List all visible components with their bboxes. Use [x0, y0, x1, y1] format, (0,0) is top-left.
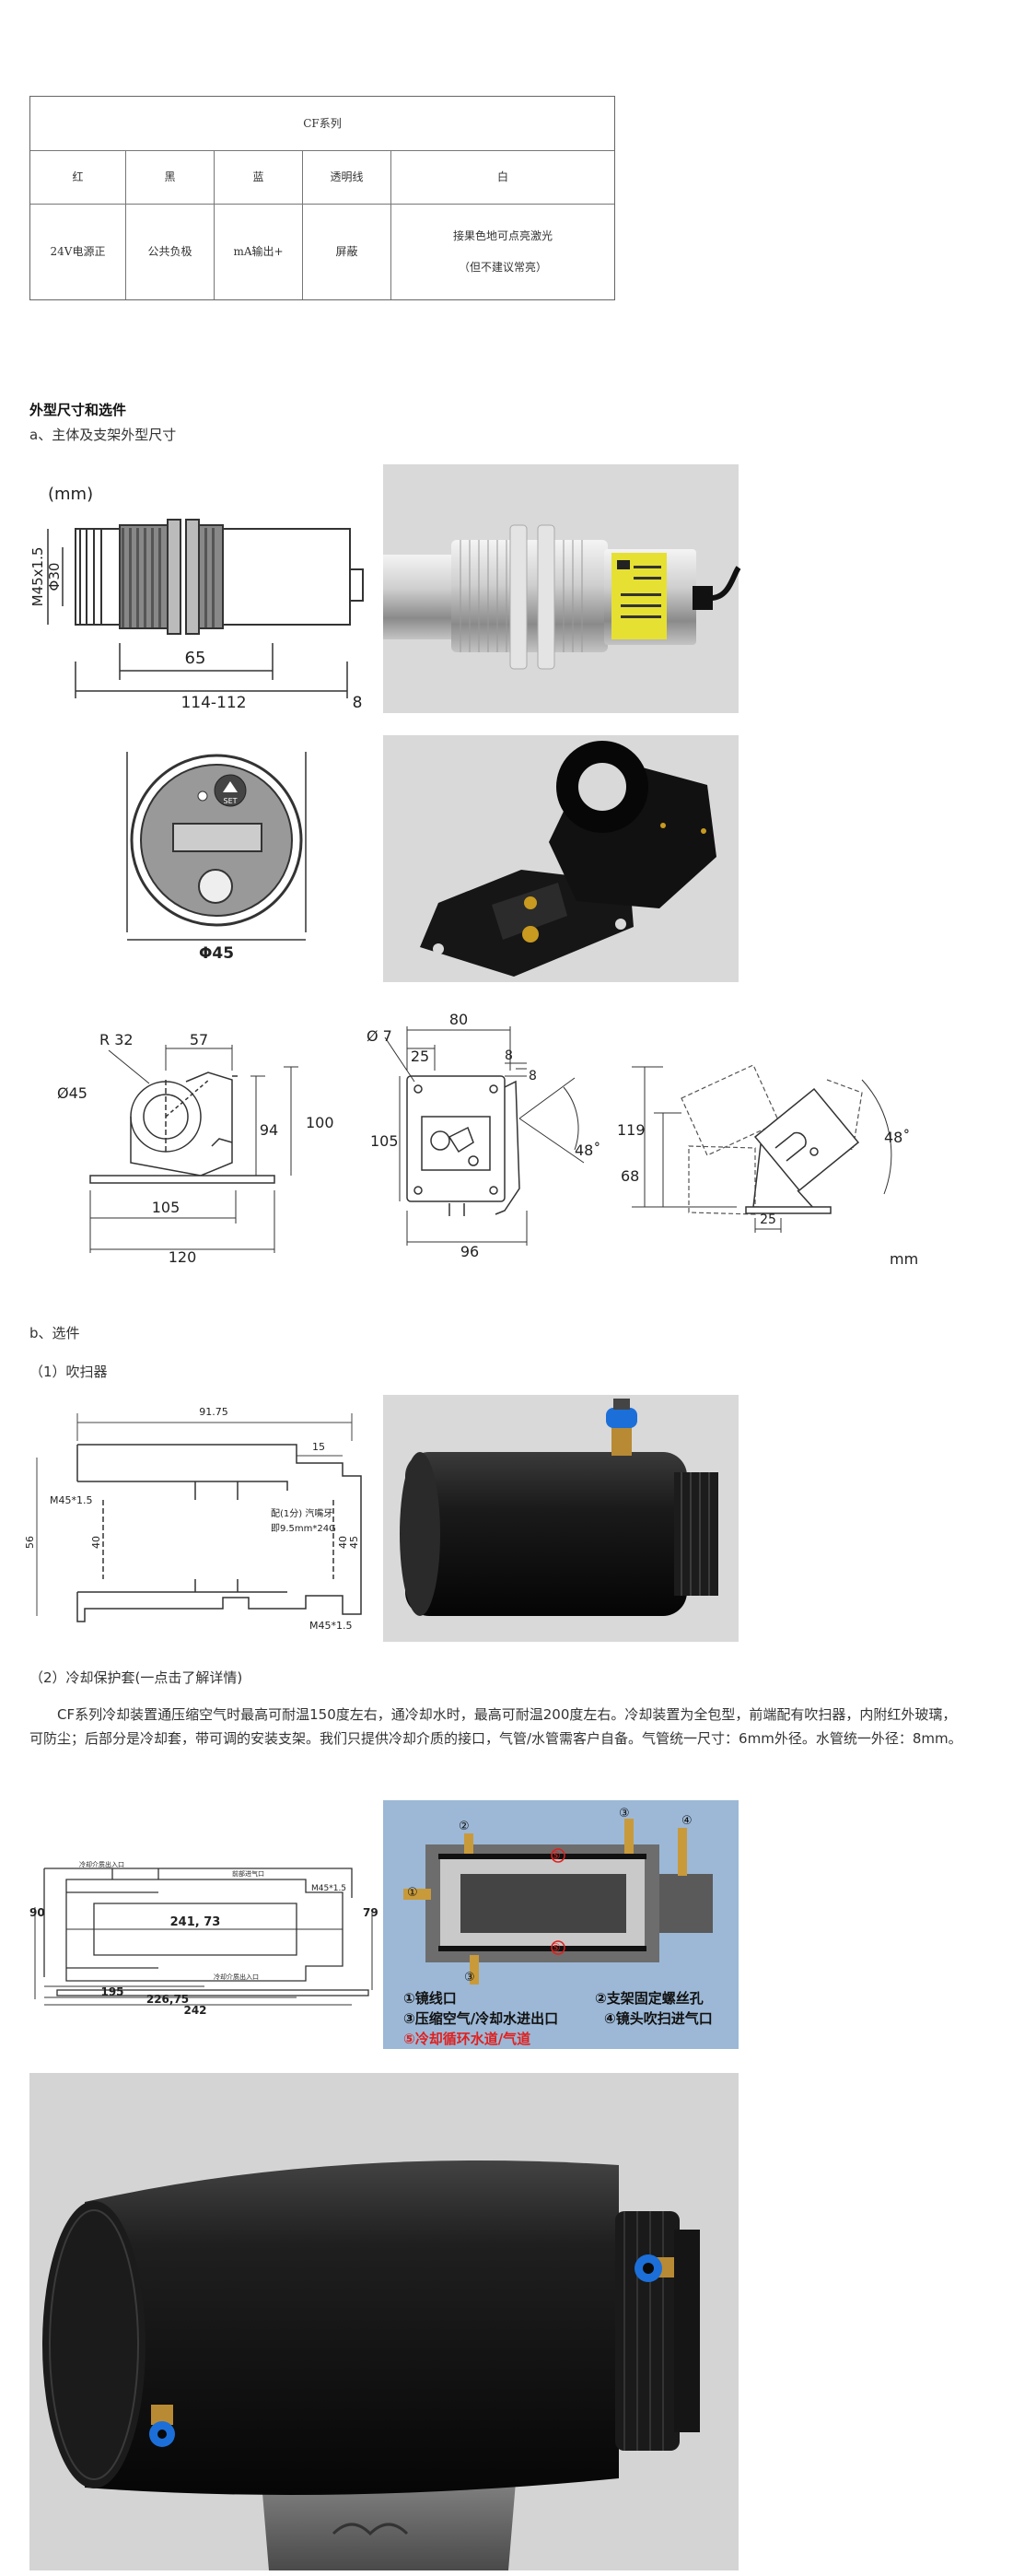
unit-label: (mm) — [48, 485, 93, 504]
w25-label: 25 — [411, 1048, 429, 1065]
table-cell: 白 — [496, 170, 508, 183]
option-2-title[interactable]: （2）冷却保护套(一点击了解详情) — [29, 1668, 242, 1687]
table-cell: mA输出+ — [215, 204, 303, 299]
table-cell-white: 接果色地可点亮激光 （但不建议常亮） — [391, 204, 614, 299]
dia-label: Φ30 — [46, 563, 63, 591]
h94-label: 94 — [260, 1121, 278, 1139]
option-2-link[interactable]: （2）冷却保护套(一点击了解详情) — [29, 1669, 243, 1686]
legend-item-5: ⑤冷却循环水道/气道 — [403, 2031, 530, 2047]
cooling-w242-label: 242 — [183, 2004, 206, 2017]
w25b-label: 25 — [760, 1212, 776, 1227]
purge-len-label: 91.75 — [199, 1406, 228, 1418]
legend-item-4: ④镜头吹扫进气口 — [604, 2010, 713, 2027]
set-icon-label: SET — [223, 797, 237, 805]
section-b-title: b、选件 — [29, 1325, 80, 1341]
section-title: 外型尺寸和选件 — [29, 402, 127, 418]
purge-w15-label: 15 — [312, 1441, 325, 1453]
table-cell: 公共负极 — [126, 204, 215, 299]
h105-label: 105 — [370, 1132, 399, 1150]
d57-label: 57 — [190, 1031, 208, 1048]
angle48-label: 48˚ — [575, 1142, 600, 1159]
body-side-drawing: (mm) M45x1.5 Φ30 65 114-112 — [29, 477, 370, 713]
cooling-label-3: 冷却介质出入口 — [214, 1973, 259, 1981]
w96-label: 96 — [460, 1243, 479, 1260]
cooling-description: CF系列冷却装置通压缩空气时最高可耐温150度左右，通冷却水时，最高可耐温200… — [29, 1706, 962, 1747]
w120-label: 120 — [169, 1248, 197, 1266]
cutaway-num-2: ② — [459, 1820, 470, 1833]
bracket-drawing-2: 80 Ø 7 25 105 96 48˚ 8 8 — [367, 1008, 602, 1260]
purge-h56-label: 56 — [24, 1536, 36, 1549]
purge-note-2: 即9.5mm*24G — [271, 1523, 336, 1534]
legend-item-1: ①镜线口 — [403, 1990, 457, 2007]
legend-item-3: ③压缩空气/冷却水进出口 — [403, 2010, 558, 2027]
table-cell: 红 — [30, 150, 126, 204]
legend-item-2: ②支架固定螺丝孔 — [595, 1990, 704, 2007]
cutaway-num-3a: ③ — [619, 1807, 630, 1821]
cooling-w195-label: 195 — [100, 1985, 123, 1998]
dia7-label: Ø 7 — [367, 1027, 392, 1045]
thread-label: M45x1.5 — [29, 547, 46, 607]
cooling-w226-label: 226,75 — [146, 1993, 189, 2006]
cutaway-num-5a: ⑤ — [551, 1849, 561, 1862]
table-cell: 24V电源正 — [30, 204, 126, 299]
w80-label: 80 — [449, 1011, 468, 1028]
wiring-table: CF系列 红 黑 蓝 透明线 白 24V电源正 公共负极 mA输出+ 屏蔽 接果… — [29, 96, 615, 300]
len8-label: 8 — [353, 694, 363, 712]
d8b-label: 8 — [529, 1069, 537, 1083]
purge-thread-top: M45*1.5 — [50, 1494, 92, 1506]
bracket-drawing-3: 119 68 25 48˚ mm — [617, 1043, 950, 1271]
cutaway-num-4: ④ — [681, 1814, 693, 1828]
len65-label: 65 — [185, 649, 206, 668]
bracket-dia-label: Ø45 — [57, 1084, 87, 1102]
table-cell: 黑 — [126, 150, 215, 204]
bracket-drawing-1: R 32 57 Ø45 94 100 105 120 — [57, 1025, 354, 1266]
cooling-w241-label: 241, 73 — [170, 1915, 221, 1929]
cooling-label-2: 前部进气口 — [232, 1869, 264, 1878]
w105-label: 105 — [152, 1199, 180, 1216]
section-subtitle-a: a、主体及支架外型尺寸 — [29, 427, 177, 443]
table-color-row: 红 黑 蓝 透明线 白 — [30, 150, 614, 205]
cutaway-num-1: ① — [407, 1886, 418, 1900]
front-view-drawing: SET Φ45 — [122, 744, 317, 963]
option-1-title: （1）吹扫器 — [29, 1364, 108, 1380]
d8a-label: 8 — [505, 1048, 513, 1063]
h119-label: 119 — [617, 1121, 646, 1139]
cutaway-num-3b: ③ — [464, 1971, 475, 1985]
cooling-cutaway-panel: ① ② ③ ④ ⑤ ⑤ ③ ①镜线口 ②支架固定螺丝孔 ③压缩空气/冷却水进出口… — [383, 1800, 739, 2049]
table-title: CF系列 — [303, 117, 342, 130]
purge-h40l-label: 40 — [90, 1536, 102, 1549]
white-line-2: （但不建议常亮） — [458, 261, 547, 274]
cooling-thread-label: M45*1.5 — [311, 1884, 346, 1893]
purge-drawing: 91.75 15 M45*1.5 M45*1.5 56 40 40 45 配(1… — [24, 1399, 378, 1638]
table-cell: 蓝 — [215, 150, 303, 204]
cooling-jacket-photo — [29, 2073, 739, 2570]
len-total-label: 114-112 — [180, 694, 246, 712]
bracket-photo — [383, 735, 739, 982]
purge-h45-label: 45 — [348, 1536, 360, 1549]
front-dia-label: Φ45 — [199, 944, 234, 963]
unit-mm-label: mm — [890, 1250, 918, 1268]
table-cell: 屏蔽 — [303, 204, 391, 299]
cooling-h90-label: 90 — [29, 1906, 45, 1919]
cutaway-num-5b: ⑤ — [551, 1941, 561, 1954]
purge-note-1: 配(1分) 汽嘴牙 — [271, 1507, 332, 1519]
cooling-drawing: 冷却介质出入口 前部进气口 冷却介质出入口 M45*1.5 241, 73 90… — [29, 1852, 381, 2017]
table-function-row: 24V电源正 公共负极 mA输出+ 屏蔽 接果色地可点亮激光 （但不建议常亮） — [30, 204, 614, 299]
purge-photo — [383, 1395, 739, 1642]
angle48b-label: 48˚ — [884, 1129, 910, 1146]
h68-label: 68 — [621, 1167, 639, 1185]
h100-label: 100 — [306, 1114, 334, 1131]
purge-h40r-label: 40 — [337, 1536, 349, 1549]
white-line-1: 接果色地可点亮激光 — [452, 229, 553, 242]
cooling-label-1: 冷却介质出入口 — [79, 1860, 124, 1868]
cooling-h79-label: 79 — [363, 1906, 378, 1919]
sensor-body-photo — [383, 464, 741, 713]
purge-thread-bottom: M45*1.5 — [309, 1620, 352, 1632]
table-cell: 透明线 — [303, 150, 391, 204]
table-title-row: CF系列 — [30, 97, 614, 151]
radius-label: R 32 — [99, 1031, 134, 1048]
